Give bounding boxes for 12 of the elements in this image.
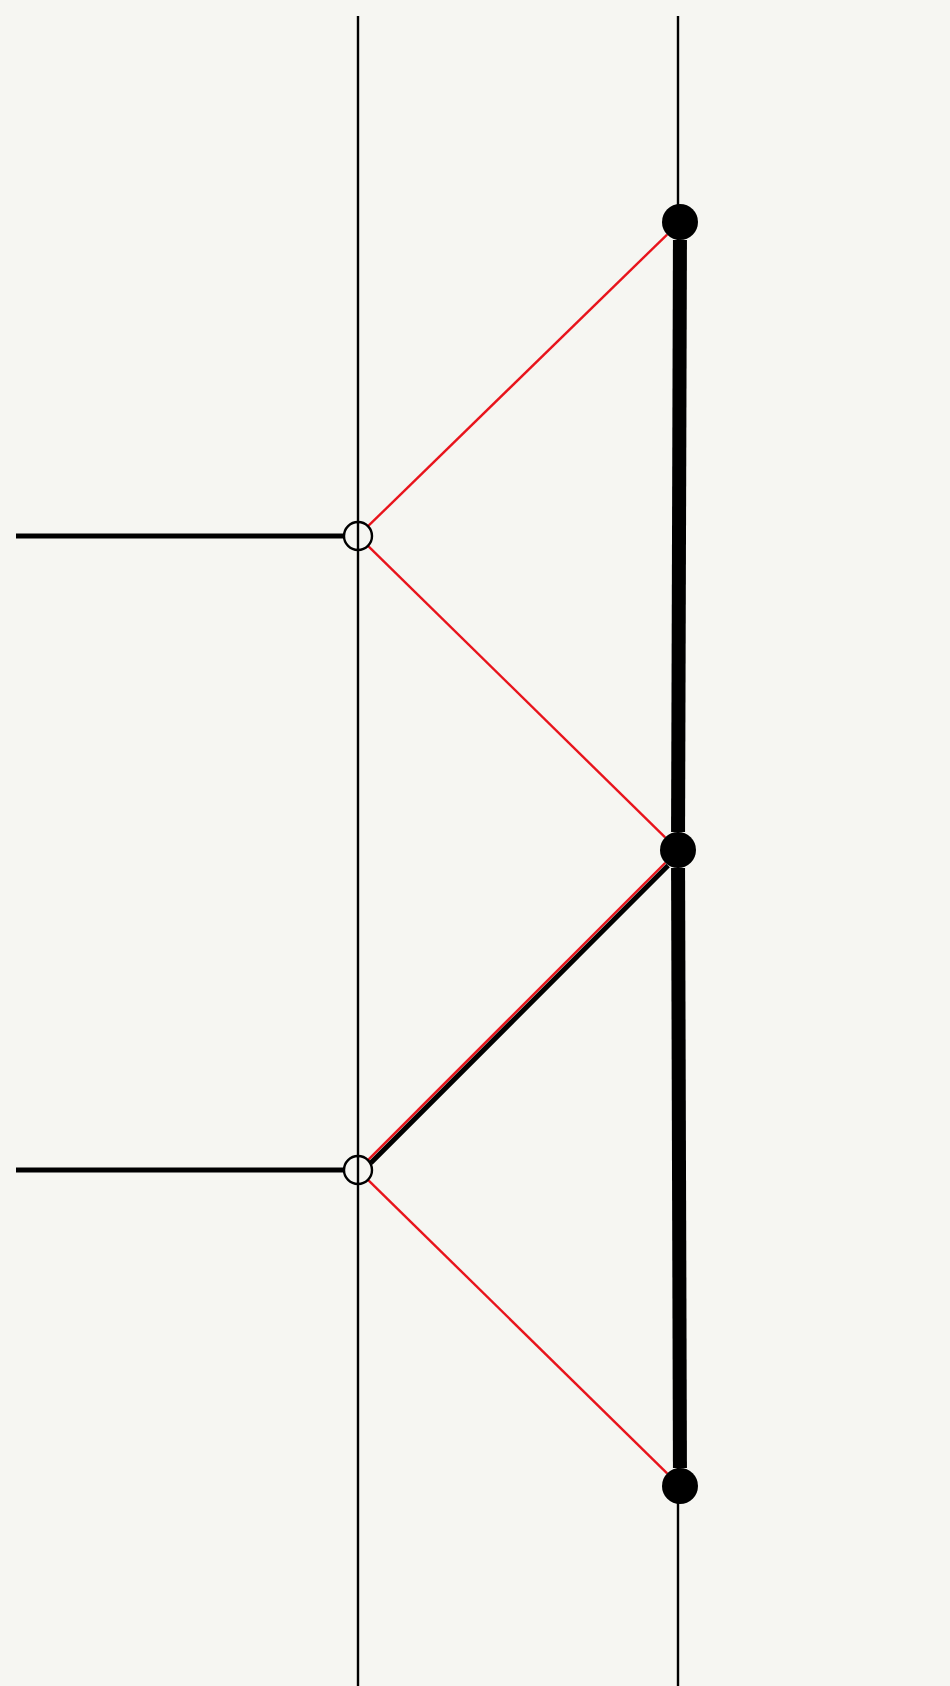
joint-dot [662, 1468, 698, 1504]
pin-circle [342, 1154, 374, 1186]
connector-line [367, 1178, 668, 1475]
joint-dot [662, 204, 698, 240]
connector-line [367, 233, 668, 528]
connector-line [367, 544, 666, 839]
connector-line [16, 533, 344, 539]
pin-circle [342, 520, 374, 552]
thick-line [671, 239, 687, 833]
connector-line [16, 1167, 344, 1173]
thick-line [671, 867, 687, 1469]
joint-dot [660, 832, 696, 868]
